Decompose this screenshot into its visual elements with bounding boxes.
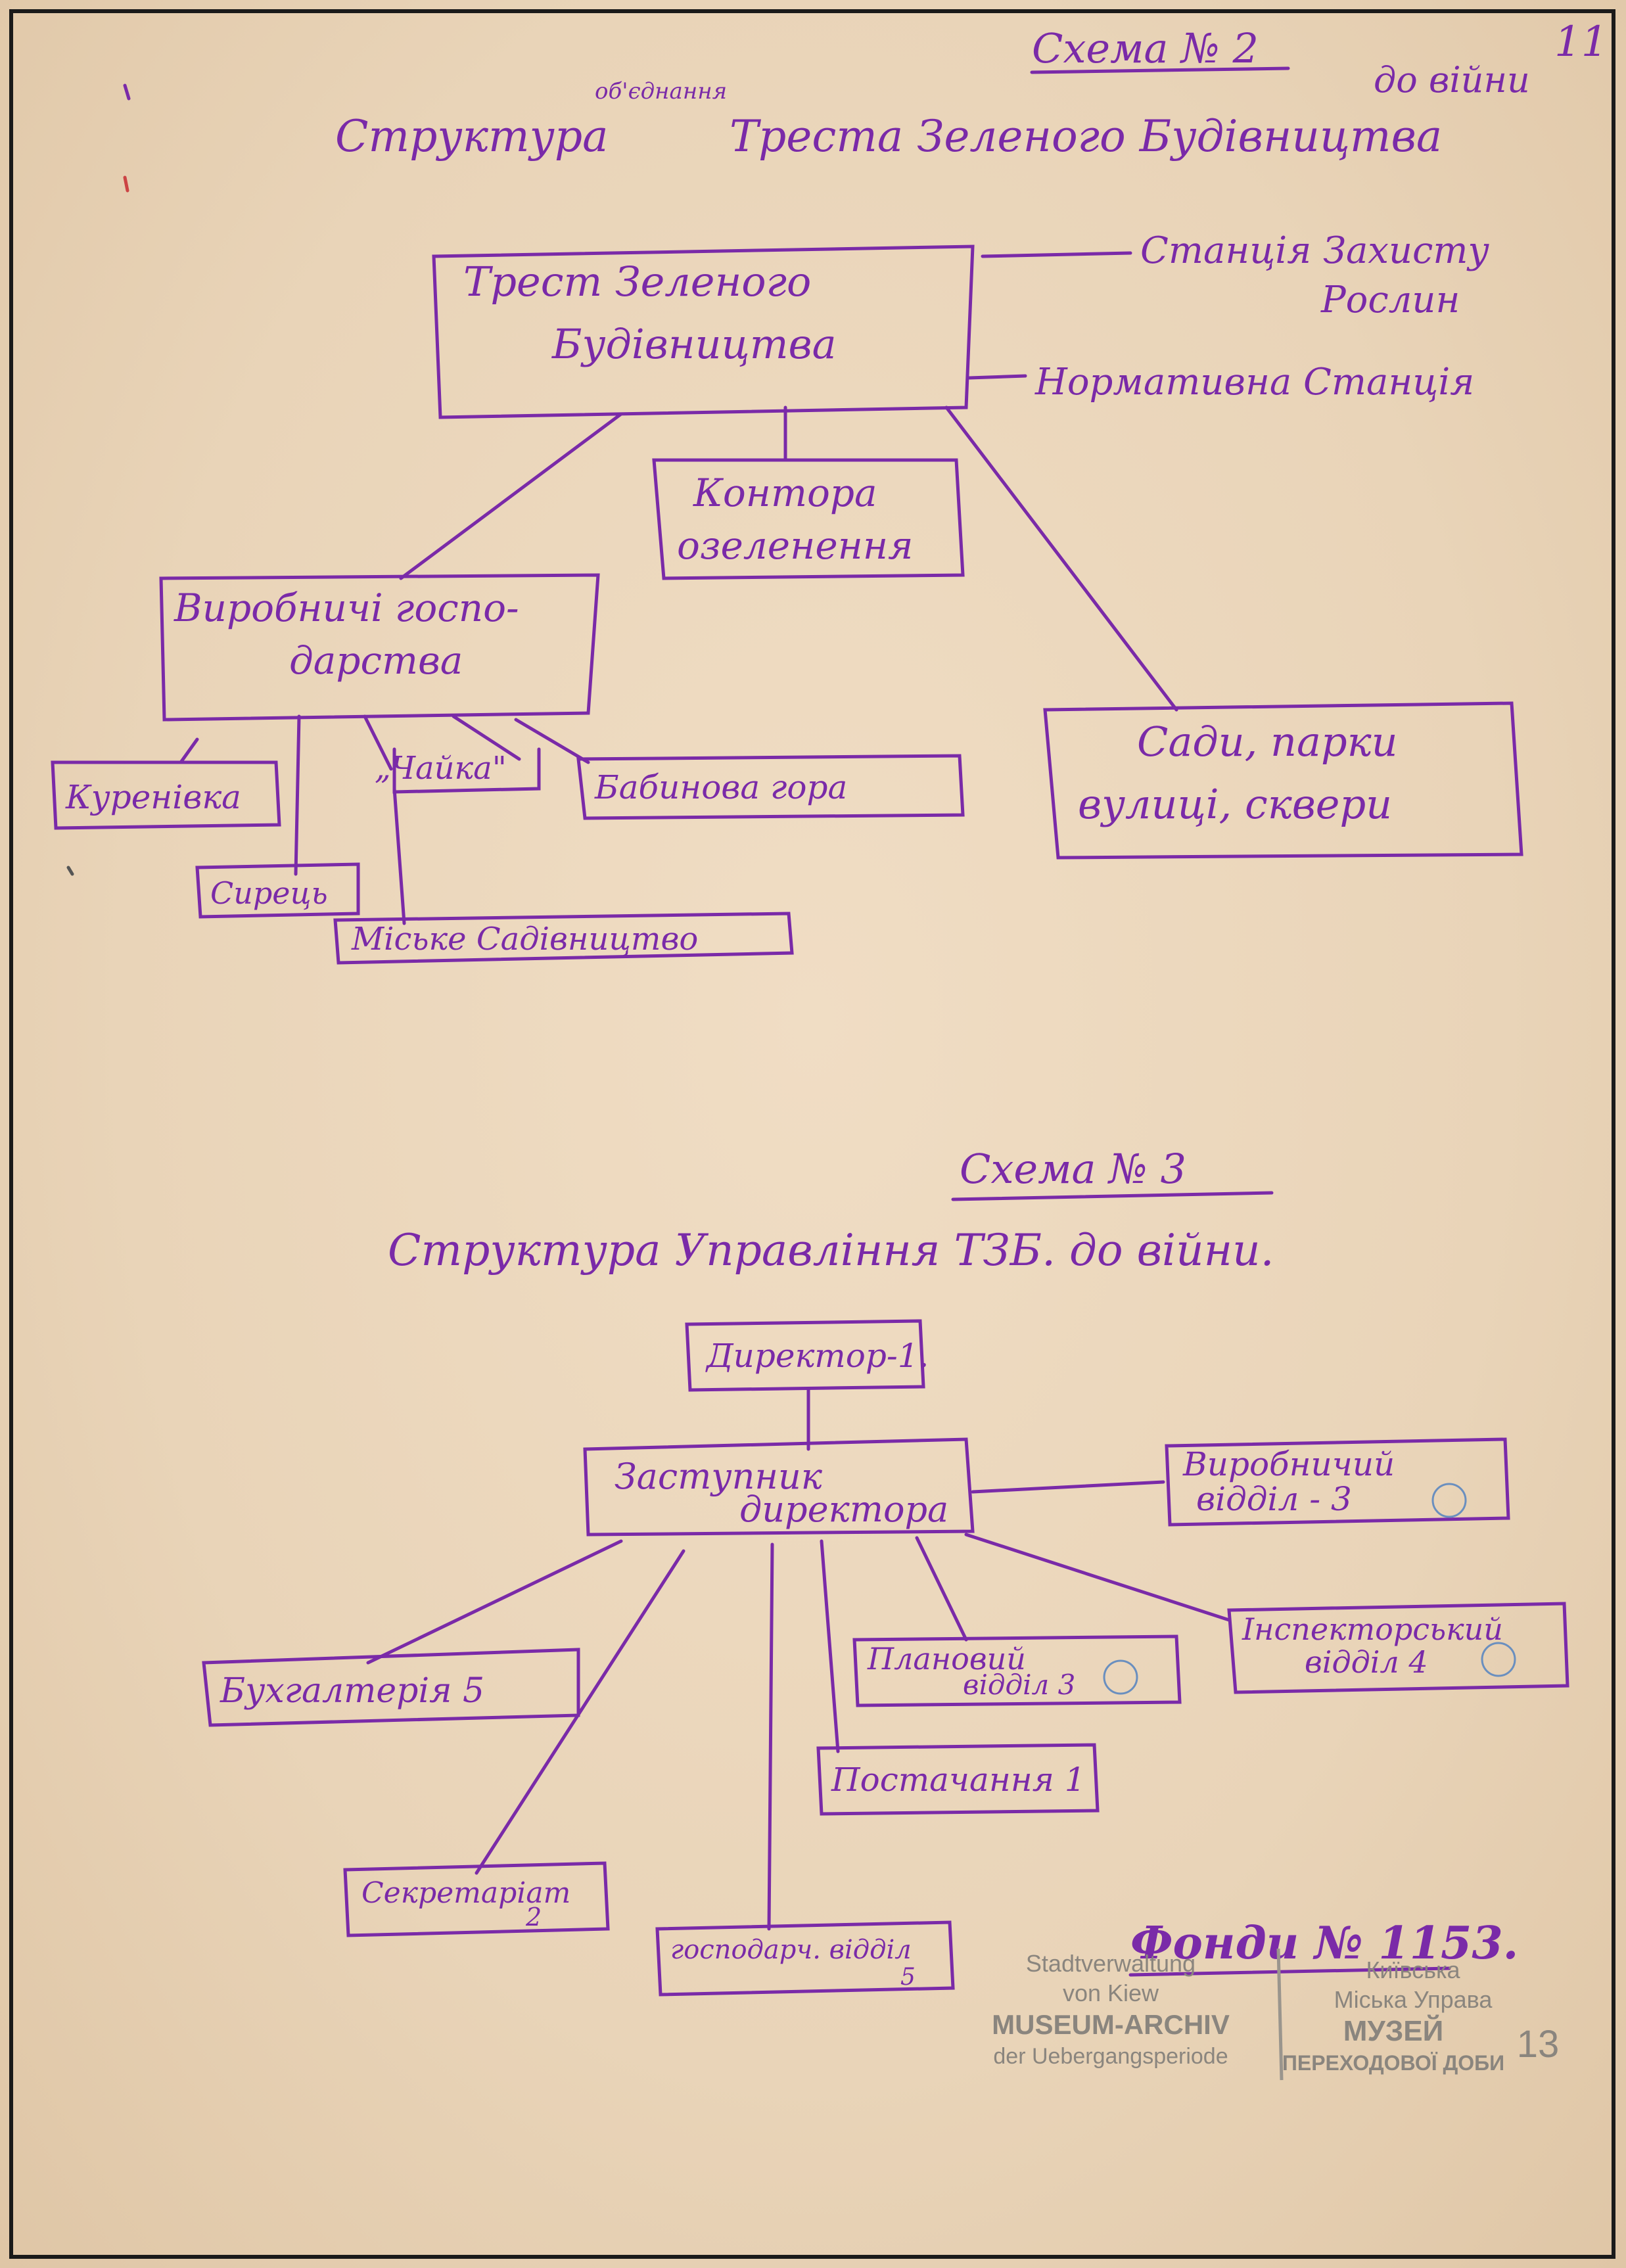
gardens-line1: Сади, парки xyxy=(1137,718,1398,766)
stamp-left-line2: von Kiew xyxy=(1063,1979,1159,2006)
stamp-left-line4: der Uebergangsperiode xyxy=(993,2044,1228,2069)
deputy-line2: директора xyxy=(739,1489,948,1530)
farm-unit-babynova-hora: Бабинова гора xyxy=(594,768,847,806)
kontora-line1: Контора xyxy=(693,471,877,515)
farm-unit-chaika: „Чайка" xyxy=(375,750,507,787)
stamp-right-line3: МУЗЕЙ xyxy=(1343,2014,1444,2047)
stamp-left-line3: MUSEUM-ARCHIV xyxy=(992,2009,1230,2040)
scheme3-label: Схема № 3 xyxy=(960,1145,1186,1193)
production-line1: Виробничий xyxy=(1182,1445,1395,1483)
scheme2-title-pre: Структура xyxy=(335,111,609,162)
stamp-number: 13 xyxy=(1517,2023,1560,2066)
farm-unit-syrets: Сирець xyxy=(210,875,328,911)
side-unit-1-line1: Станція Захисту xyxy=(1140,229,1489,272)
secretariat-line2: 2 xyxy=(525,1903,542,1932)
root-node-line1: Трест Зеленого xyxy=(463,258,811,306)
archive-stamp: Stadtverwaltung von Kiew MUSEUM-ARCHIV d… xyxy=(992,1948,1560,2081)
scheme2-title-insert: об'єднання xyxy=(595,78,727,104)
farms-line2: дарства xyxy=(289,638,463,683)
farm-unit-city-gardening: Міське Садівництво xyxy=(351,921,698,958)
scheme2-label: Схема № 2 xyxy=(1032,24,1259,72)
bookkeeping-node: Бухгалтерія 5 xyxy=(220,1671,484,1711)
farms-line1: Виробничі госпо- xyxy=(174,586,519,630)
root-node-line2: Будівництва xyxy=(551,320,837,368)
farm-unit-kurenivka: Куренівка xyxy=(65,778,241,816)
scan-border xyxy=(9,9,1615,2259)
stamp-right-line2: Міська Управа xyxy=(1334,1986,1493,2013)
supply-node: Постачання 1 xyxy=(831,1761,1086,1799)
ink-lines xyxy=(51,66,1569,1997)
production-line2: відділ - 3 xyxy=(1196,1480,1352,1518)
stamp-right-line4: ПЕРЕХОДОВОЇ ДОБИ xyxy=(1282,2051,1504,2075)
fond-number: Фонди № 1153. xyxy=(1130,1917,1518,1970)
page-number: 11 xyxy=(1554,18,1608,66)
secretariat-line1: Секретаріат xyxy=(361,1876,570,1910)
director-node: Директор-1. xyxy=(705,1337,929,1375)
deputy-line1: Заступник xyxy=(615,1456,823,1497)
side-unit-2: Нормативна Станція xyxy=(1034,361,1474,404)
gardens-line2: вулиці, сквери xyxy=(1078,780,1392,828)
planning-line2: відділ 3 xyxy=(963,1669,1075,1701)
kontora-line2: озеленення xyxy=(677,523,913,568)
inspection-line2: відділ 4 xyxy=(1305,1644,1428,1680)
economic-line1: господарч. відділ xyxy=(670,1935,912,1965)
inspection-line1: Інспекторський xyxy=(1242,1611,1503,1647)
economic-line2: 5 xyxy=(900,1964,916,1991)
stamp-left-line1: Stadtverwaltung xyxy=(1026,1950,1196,1977)
scheme2-period: до війни xyxy=(1374,59,1530,101)
scheme2-title-post: Треста Зеленого Будівництва xyxy=(730,111,1442,162)
stamp-right-line1: Київська xyxy=(1366,1956,1460,1983)
scheme3-title: Структура Управління ТЗБ. до війни. xyxy=(388,1225,1274,1276)
side-unit-1-line2: Рослин xyxy=(1320,279,1460,321)
planning-line1: Плановий xyxy=(867,1641,1026,1677)
count-circles xyxy=(1103,1483,1516,1695)
